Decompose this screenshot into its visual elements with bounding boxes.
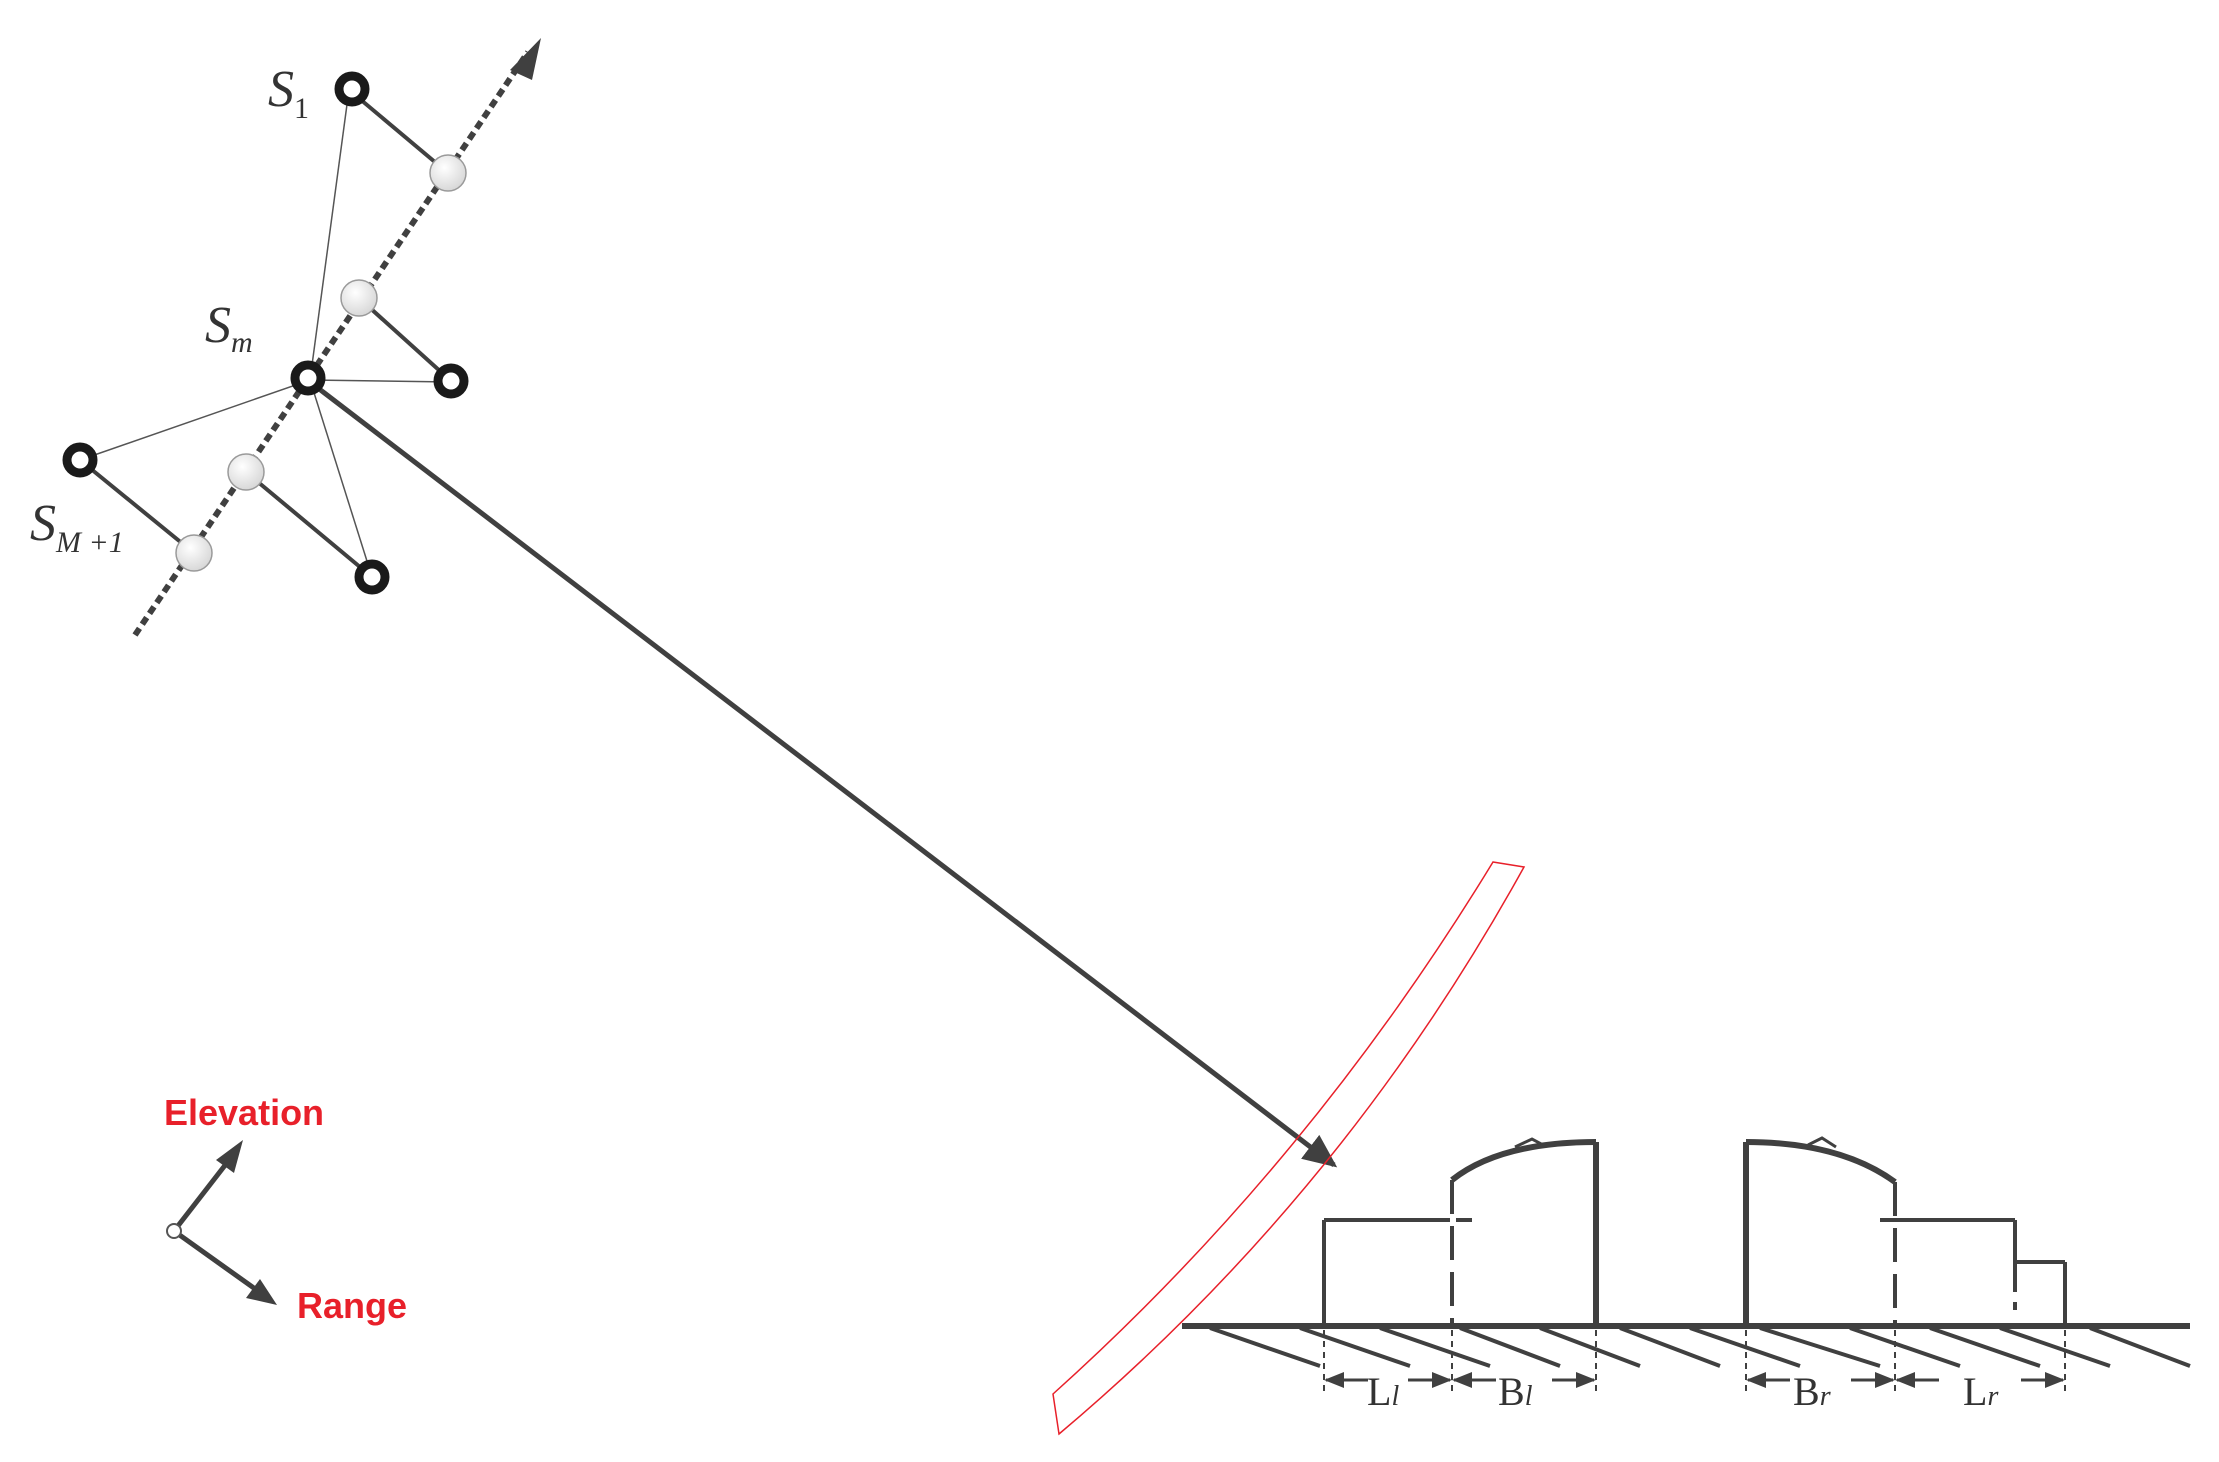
label-bl: Bl [1498, 1369, 1533, 1414]
left-building [1322, 1137, 1599, 1326]
satellite-positions [62, 71, 469, 595]
label-lr: Lr [1963, 1369, 1998, 1414]
sm-connector-lines [79, 96, 452, 578]
satellite-sm1 [62, 442, 98, 478]
label-ll: Ll [1367, 1369, 1399, 1414]
wavefront-arc [1052, 861, 1526, 1436]
satellite-sm [290, 360, 326, 396]
projection-point [340, 279, 378, 317]
label-br: Br [1793, 1369, 1831, 1414]
satellite-bottom [354, 559, 390, 595]
right-building [1743, 1136, 2067, 1326]
ground [1182, 1323, 2191, 1368]
projection-point [175, 534, 213, 572]
satellite-right [433, 363, 469, 399]
baseline-projections [175, 154, 467, 572]
axes-origin [166, 1223, 182, 1239]
elevation-label: Elevation [164, 1092, 324, 1133]
label-s1: S1 [268, 61, 309, 125]
coordinate-axes [166, 1140, 277, 1305]
baseline-arrowhead [510, 38, 541, 80]
satellite-s1 [334, 71, 370, 107]
range-label: Range [297, 1285, 407, 1326]
projection-point [429, 154, 467, 192]
range-arrowhead [246, 1279, 277, 1305]
label-sm1: SM +1 [30, 495, 124, 559]
elevation-arrowhead [216, 1140, 243, 1173]
projection-point [227, 453, 265, 491]
line-of-sight-arrow [312, 383, 1338, 1168]
perpendicular-lines [78, 87, 453, 579]
label-sm: Sm [205, 297, 253, 359]
